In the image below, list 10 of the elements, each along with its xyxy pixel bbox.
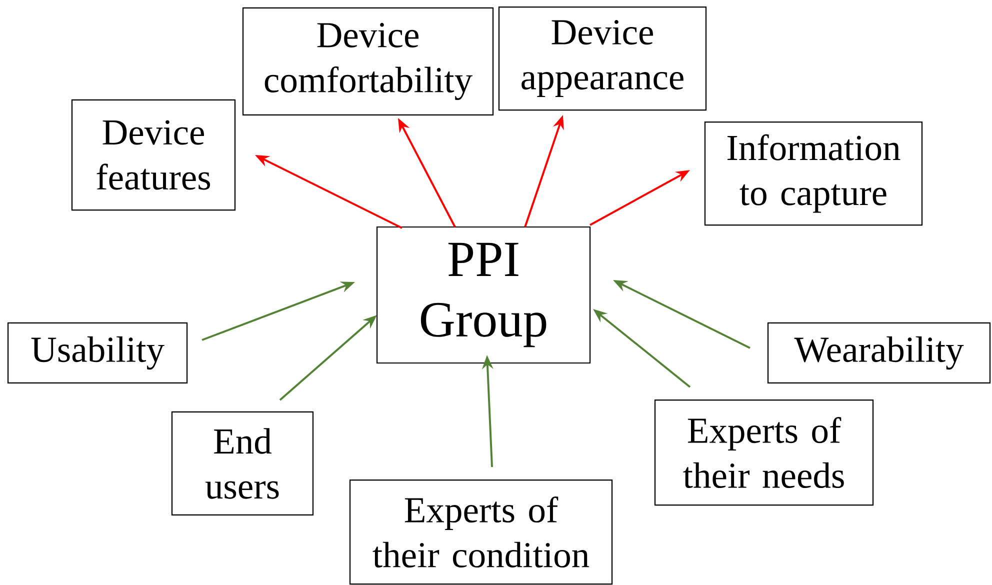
- label-box: Experts of their condition: [349, 479, 613, 585]
- label-box: Device comfortability: [242, 7, 494, 116]
- label-box: Device features: [71, 99, 236, 211]
- central-box: PPI Group: [376, 226, 591, 364]
- label-box: Information to capture: [704, 121, 923, 226]
- label-box: Usability: [7, 322, 188, 384]
- label-box: Wearability: [767, 322, 991, 384]
- label-box: Experts of their needs: [654, 399, 874, 506]
- label-box: End users: [171, 411, 314, 516]
- label-box: Device appearance: [498, 6, 707, 111]
